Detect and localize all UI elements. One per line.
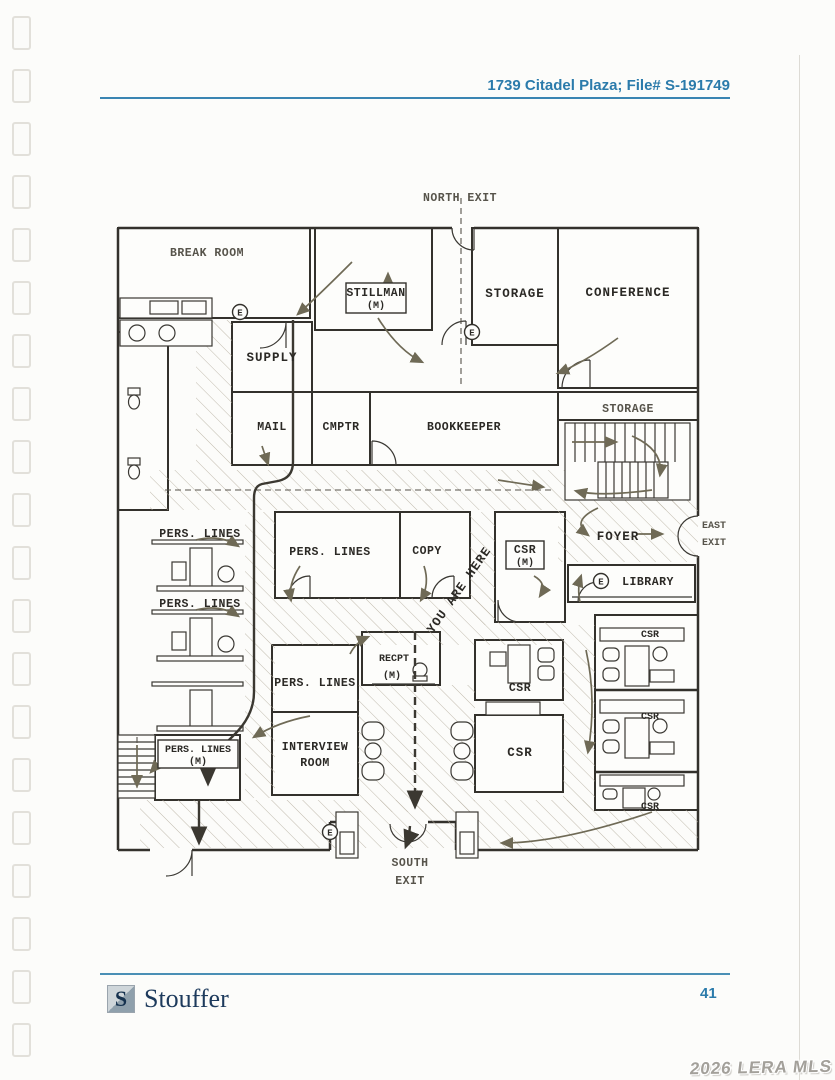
binding-hole bbox=[12, 970, 31, 1004]
label-bookkeeper: BOOKKEEPER bbox=[427, 421, 501, 434]
binding-hole bbox=[12, 1023, 31, 1057]
document-header-title: 1739 Citadel Plaza; File# S-191749 bbox=[487, 77, 730, 94]
binding-hole bbox=[12, 705, 31, 739]
binding-hole bbox=[12, 864, 31, 898]
binding-hole bbox=[12, 16, 31, 50]
binding-hole bbox=[12, 493, 31, 527]
binding-hole bbox=[12, 440, 31, 474]
brand-block: S Stouffer bbox=[107, 984, 229, 1014]
label-stillman-m: (M) bbox=[367, 300, 385, 312]
binding-hole bbox=[12, 122, 31, 156]
label-storage-top: STORAGE bbox=[485, 287, 545, 301]
binding-hole bbox=[12, 228, 31, 262]
label-recpt-m: (M) bbox=[383, 670, 401, 682]
e-symbol-circle bbox=[321, 823, 339, 841]
label-csr-right3: CSR bbox=[641, 802, 659, 813]
label-copy: COPY bbox=[412, 545, 442, 558]
room-bookkeeper bbox=[369, 391, 559, 466]
stouffer-logo-icon: S bbox=[107, 985, 135, 1013]
binding-hole bbox=[12, 175, 31, 209]
binding-hole bbox=[12, 281, 31, 315]
binding-hole bbox=[12, 546, 31, 580]
label-pers-lines-left1: PERS. LINES bbox=[159, 528, 240, 541]
e-symbol-circle bbox=[592, 572, 610, 590]
room-interview bbox=[271, 711, 359, 796]
brand-name: Stouffer bbox=[144, 984, 229, 1013]
label-north-exit: NORTH EXIT bbox=[423, 192, 497, 205]
furniture bbox=[119, 297, 692, 859]
binding-hole bbox=[12, 387, 31, 421]
header-rule bbox=[100, 97, 730, 99]
room-supply bbox=[231, 321, 313, 393]
label-csr-right2: CSR bbox=[641, 712, 659, 723]
binding-hole bbox=[12, 69, 31, 103]
corridor-hatching bbox=[140, 320, 698, 848]
label-east-exit-2: EXIT bbox=[702, 538, 726, 549]
binding-hole bbox=[12, 758, 31, 792]
e-symbol-letter: E bbox=[327, 829, 333, 839]
label-interview-1: INTERVIEW bbox=[282, 741, 349, 754]
binding-hole bbox=[12, 917, 31, 951]
label-csr-center-lower: CSR bbox=[507, 746, 533, 760]
footer-rule bbox=[100, 973, 730, 975]
binding-hole bbox=[12, 599, 31, 633]
label-conference: CONFERENCE bbox=[585, 286, 670, 300]
label-pers-lines-lower: PERS. LINES bbox=[274, 677, 355, 690]
page-edge-shadow bbox=[799, 55, 800, 1080]
room-labels: NORTH EXIT BREAK ROOM STILLMAN (M) STORA… bbox=[157, 192, 726, 888]
label-csr-m-sub: (M) bbox=[516, 557, 534, 569]
csr-m-label-box bbox=[505, 540, 545, 570]
e-symbol-letter: E bbox=[469, 329, 475, 339]
label-mail: MAIL bbox=[257, 421, 287, 434]
label-storage-right: STORAGE bbox=[602, 403, 654, 416]
label-csr-right1: CSR bbox=[641, 630, 659, 641]
stairs-left bbox=[117, 734, 156, 799]
exit-e-symbols: E E E E bbox=[231, 303, 610, 841]
binding-hole bbox=[12, 652, 31, 686]
binding-hole bbox=[12, 334, 31, 368]
door-swings bbox=[165, 227, 699, 877]
stairs-right bbox=[564, 422, 691, 501]
label-break-room: BREAK ROOM bbox=[170, 247, 244, 260]
room-conference bbox=[557, 227, 699, 389]
label-pers-lines-center: PERS. LINES bbox=[289, 546, 370, 559]
label-csr-center-upper: CSR bbox=[509, 682, 531, 695]
binding-hole bbox=[12, 811, 31, 845]
evacuation-arrows bbox=[149, 261, 668, 849]
e-symbol-letter: E bbox=[237, 309, 243, 319]
label-csr-m: CSR bbox=[514, 544, 536, 557]
label-south-exit-1: SOUTH bbox=[391, 857, 428, 870]
label-pers-lines-left2: PERS. LINES bbox=[159, 598, 240, 611]
room-pers-lines-center bbox=[274, 511, 401, 599]
label-recpt: RECPT bbox=[379, 654, 409, 665]
label-east-exit-1: EAST bbox=[702, 521, 726, 532]
label-interview-2: ROOM bbox=[300, 757, 330, 770]
pers-lines-m-label-box bbox=[157, 739, 239, 769]
e-symbol-letter: E bbox=[598, 578, 604, 588]
e-symbol-circle bbox=[231, 303, 249, 321]
label-cmptr: CMPTR bbox=[322, 421, 359, 434]
page-number: 41 bbox=[700, 985, 717, 1002]
label-pers-lines-m-sub: (M) bbox=[189, 756, 207, 768]
e-symbol-circle bbox=[463, 323, 481, 341]
room-stillman bbox=[314, 227, 433, 331]
mls-watermark: 2026 LERA MLS bbox=[688, 1056, 834, 1079]
label-stillman: STILLMAN bbox=[346, 287, 405, 300]
label-foyer: FOYER bbox=[597, 530, 640, 544]
label-supply: SUPPLY bbox=[246, 351, 297, 365]
stillman-label-box bbox=[345, 282, 407, 314]
label-south-exit-2: EXIT bbox=[395, 875, 425, 888]
label-pers-lines-m: PERS. LINES bbox=[165, 745, 231, 756]
label-library: LIBRARY bbox=[622, 576, 674, 589]
